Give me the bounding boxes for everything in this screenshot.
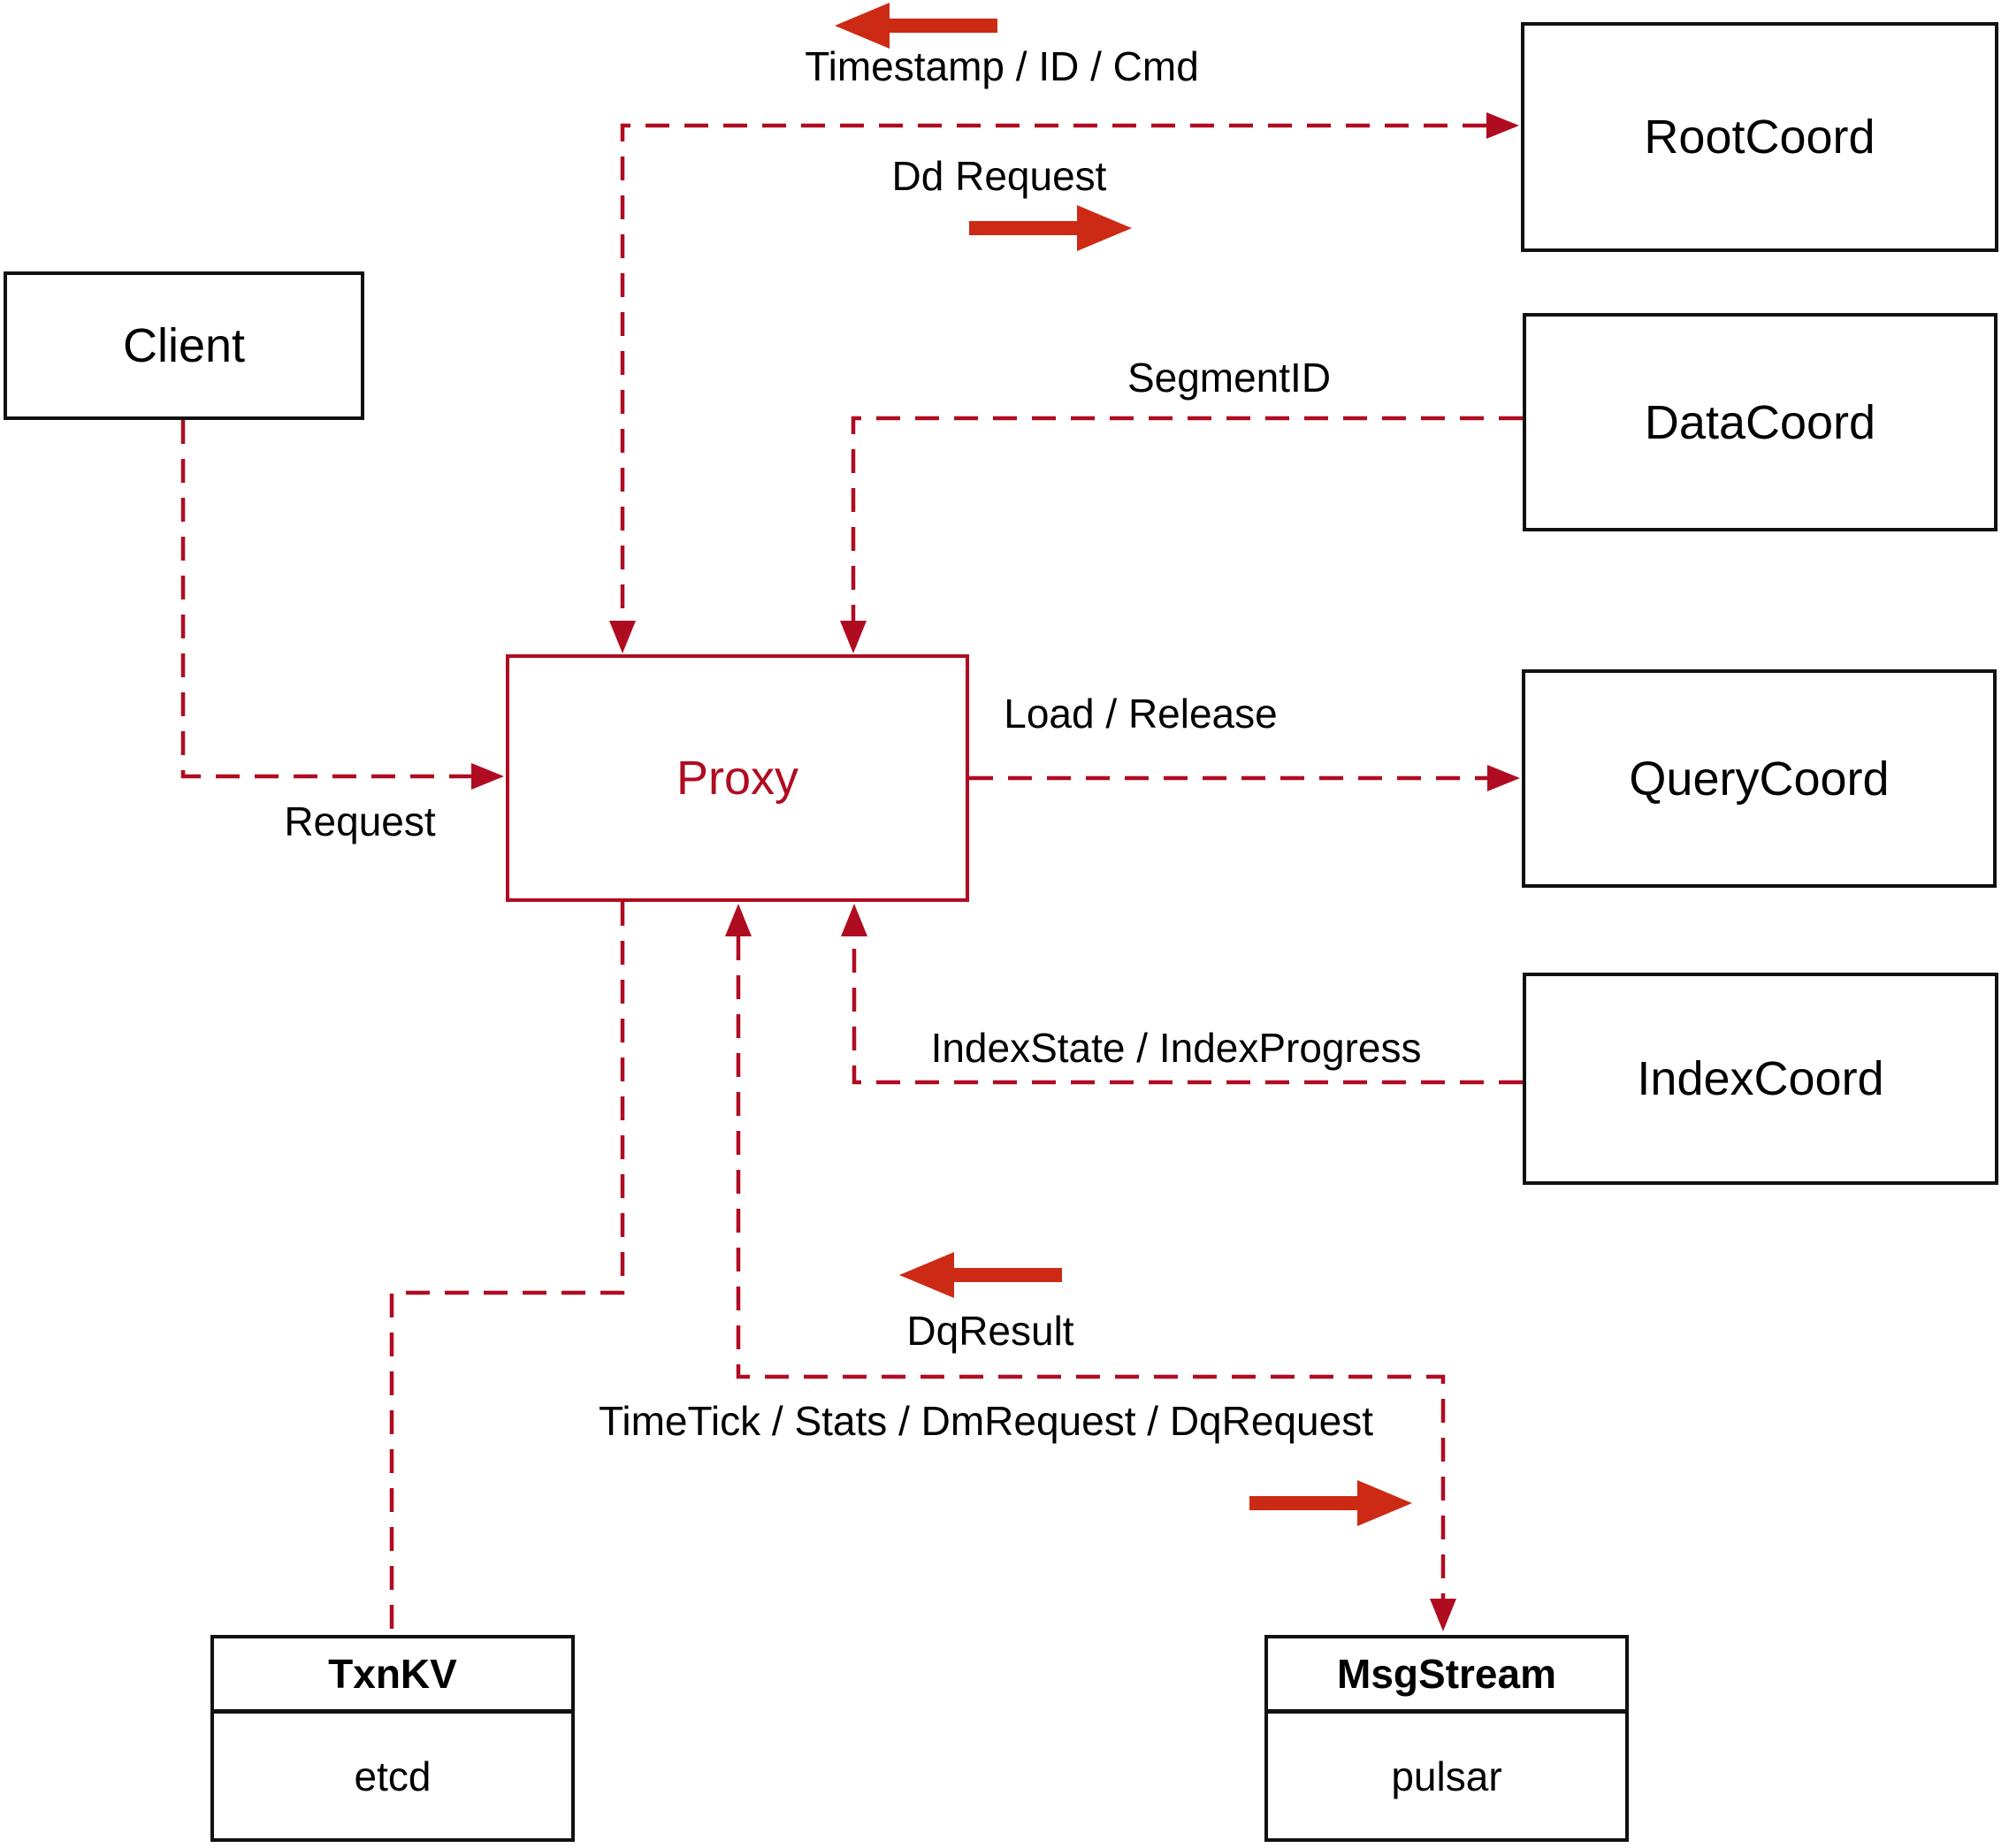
- rootcoord-label: RootCoord: [1644, 111, 1875, 164]
- indexcoord-proxy-line: [852, 936, 1523, 1085]
- proxy-label: Proxy: [676, 752, 799, 805]
- load-release-label: Load / Release: [1004, 691, 1278, 737]
- arrowhead-into-proxy-left: [471, 763, 504, 790]
- arrowhead-into-proxy-top-left: [609, 621, 636, 653]
- edge-proxy-msgstream: [725, 904, 1456, 1631]
- node-client: Client: [4, 271, 364, 420]
- timestamp-id-cmd-label: Timestamp / ID / Cmd: [805, 43, 1199, 89]
- dq-result-direction-left-arrow: [899, 1252, 1062, 1298]
- arrowhead-into-querycoord: [1487, 765, 1520, 791]
- datacoord-proxy-line: [851, 416, 1523, 621]
- request-label: Request: [284, 798, 436, 844]
- proxy-txnkv-line: [389, 902, 625, 1635]
- arrowhead-into-proxy-bottom-right: [841, 904, 867, 936]
- datacoord-label: DataCoord: [1644, 395, 1876, 449]
- node-querycoord: QueryCoord: [1522, 669, 1997, 888]
- client-label: Client: [122, 319, 246, 372]
- index-state-progress-label: IndexState / IndexProgress: [930, 1025, 1422, 1071]
- edge-proxy-querycoord: [969, 765, 1520, 791]
- dd-request-label: Dd Request: [891, 153, 1107, 199]
- node-txnkv: TxnKV etcd: [210, 1635, 575, 1842]
- edge-proxy-rootcoord: [609, 112, 1519, 653]
- timestamp-direction-left-arrow: [835, 3, 997, 49]
- proxy-msgstream-line: [736, 936, 1446, 1599]
- node-datacoord: DataCoord: [1523, 313, 1998, 531]
- arrowhead-into-rootcoord: [1486, 112, 1519, 139]
- txnkv-subtitle: etcd: [354, 1753, 432, 1799]
- node-msgstream: MsgStream pulsar: [1264, 1635, 1629, 1842]
- node-rootcoord: RootCoord: [1521, 22, 1998, 252]
- arrowhead-into-msgstream: [1430, 1599, 1456, 1631]
- dd-request-direction-right-arrow: [969, 205, 1132, 251]
- time-tick-direction-right-arrow: [1249, 1480, 1412, 1526]
- edge-proxy-txnkv: [389, 902, 625, 1635]
- node-indexcoord: IndexCoord: [1523, 973, 1998, 1185]
- proxy-rootcoord-line: [620, 123, 1486, 621]
- segment-id-label: SegmentID: [1127, 355, 1332, 401]
- querycoord-label: QueryCoord: [1629, 752, 1890, 806]
- msgstream-title: MsgStream: [1268, 1638, 1625, 1714]
- arrowhead-into-proxy-bottom-left: [725, 904, 752, 936]
- edge-datacoord-proxy: [840, 416, 1523, 653]
- node-proxy: Proxy: [506, 654, 969, 902]
- dq-result-label: DqResult: [906, 1308, 1074, 1354]
- arrowhead-into-proxy-top-right: [840, 621, 867, 653]
- msgstream-subtitle: pulsar: [1391, 1753, 1502, 1799]
- indexcoord-label: IndexCoord: [1637, 1052, 1884, 1105]
- client-proxy-line: [180, 420, 471, 779]
- edge-indexcoord-proxy: [841, 904, 1523, 1085]
- txnkv-title: TxnKV: [214, 1638, 571, 1714]
- time-tick-stats-label: TimeTick / Stats / DmRequest / DqRequest: [599, 1398, 1373, 1444]
- edge-client-proxy: [180, 420, 504, 790]
